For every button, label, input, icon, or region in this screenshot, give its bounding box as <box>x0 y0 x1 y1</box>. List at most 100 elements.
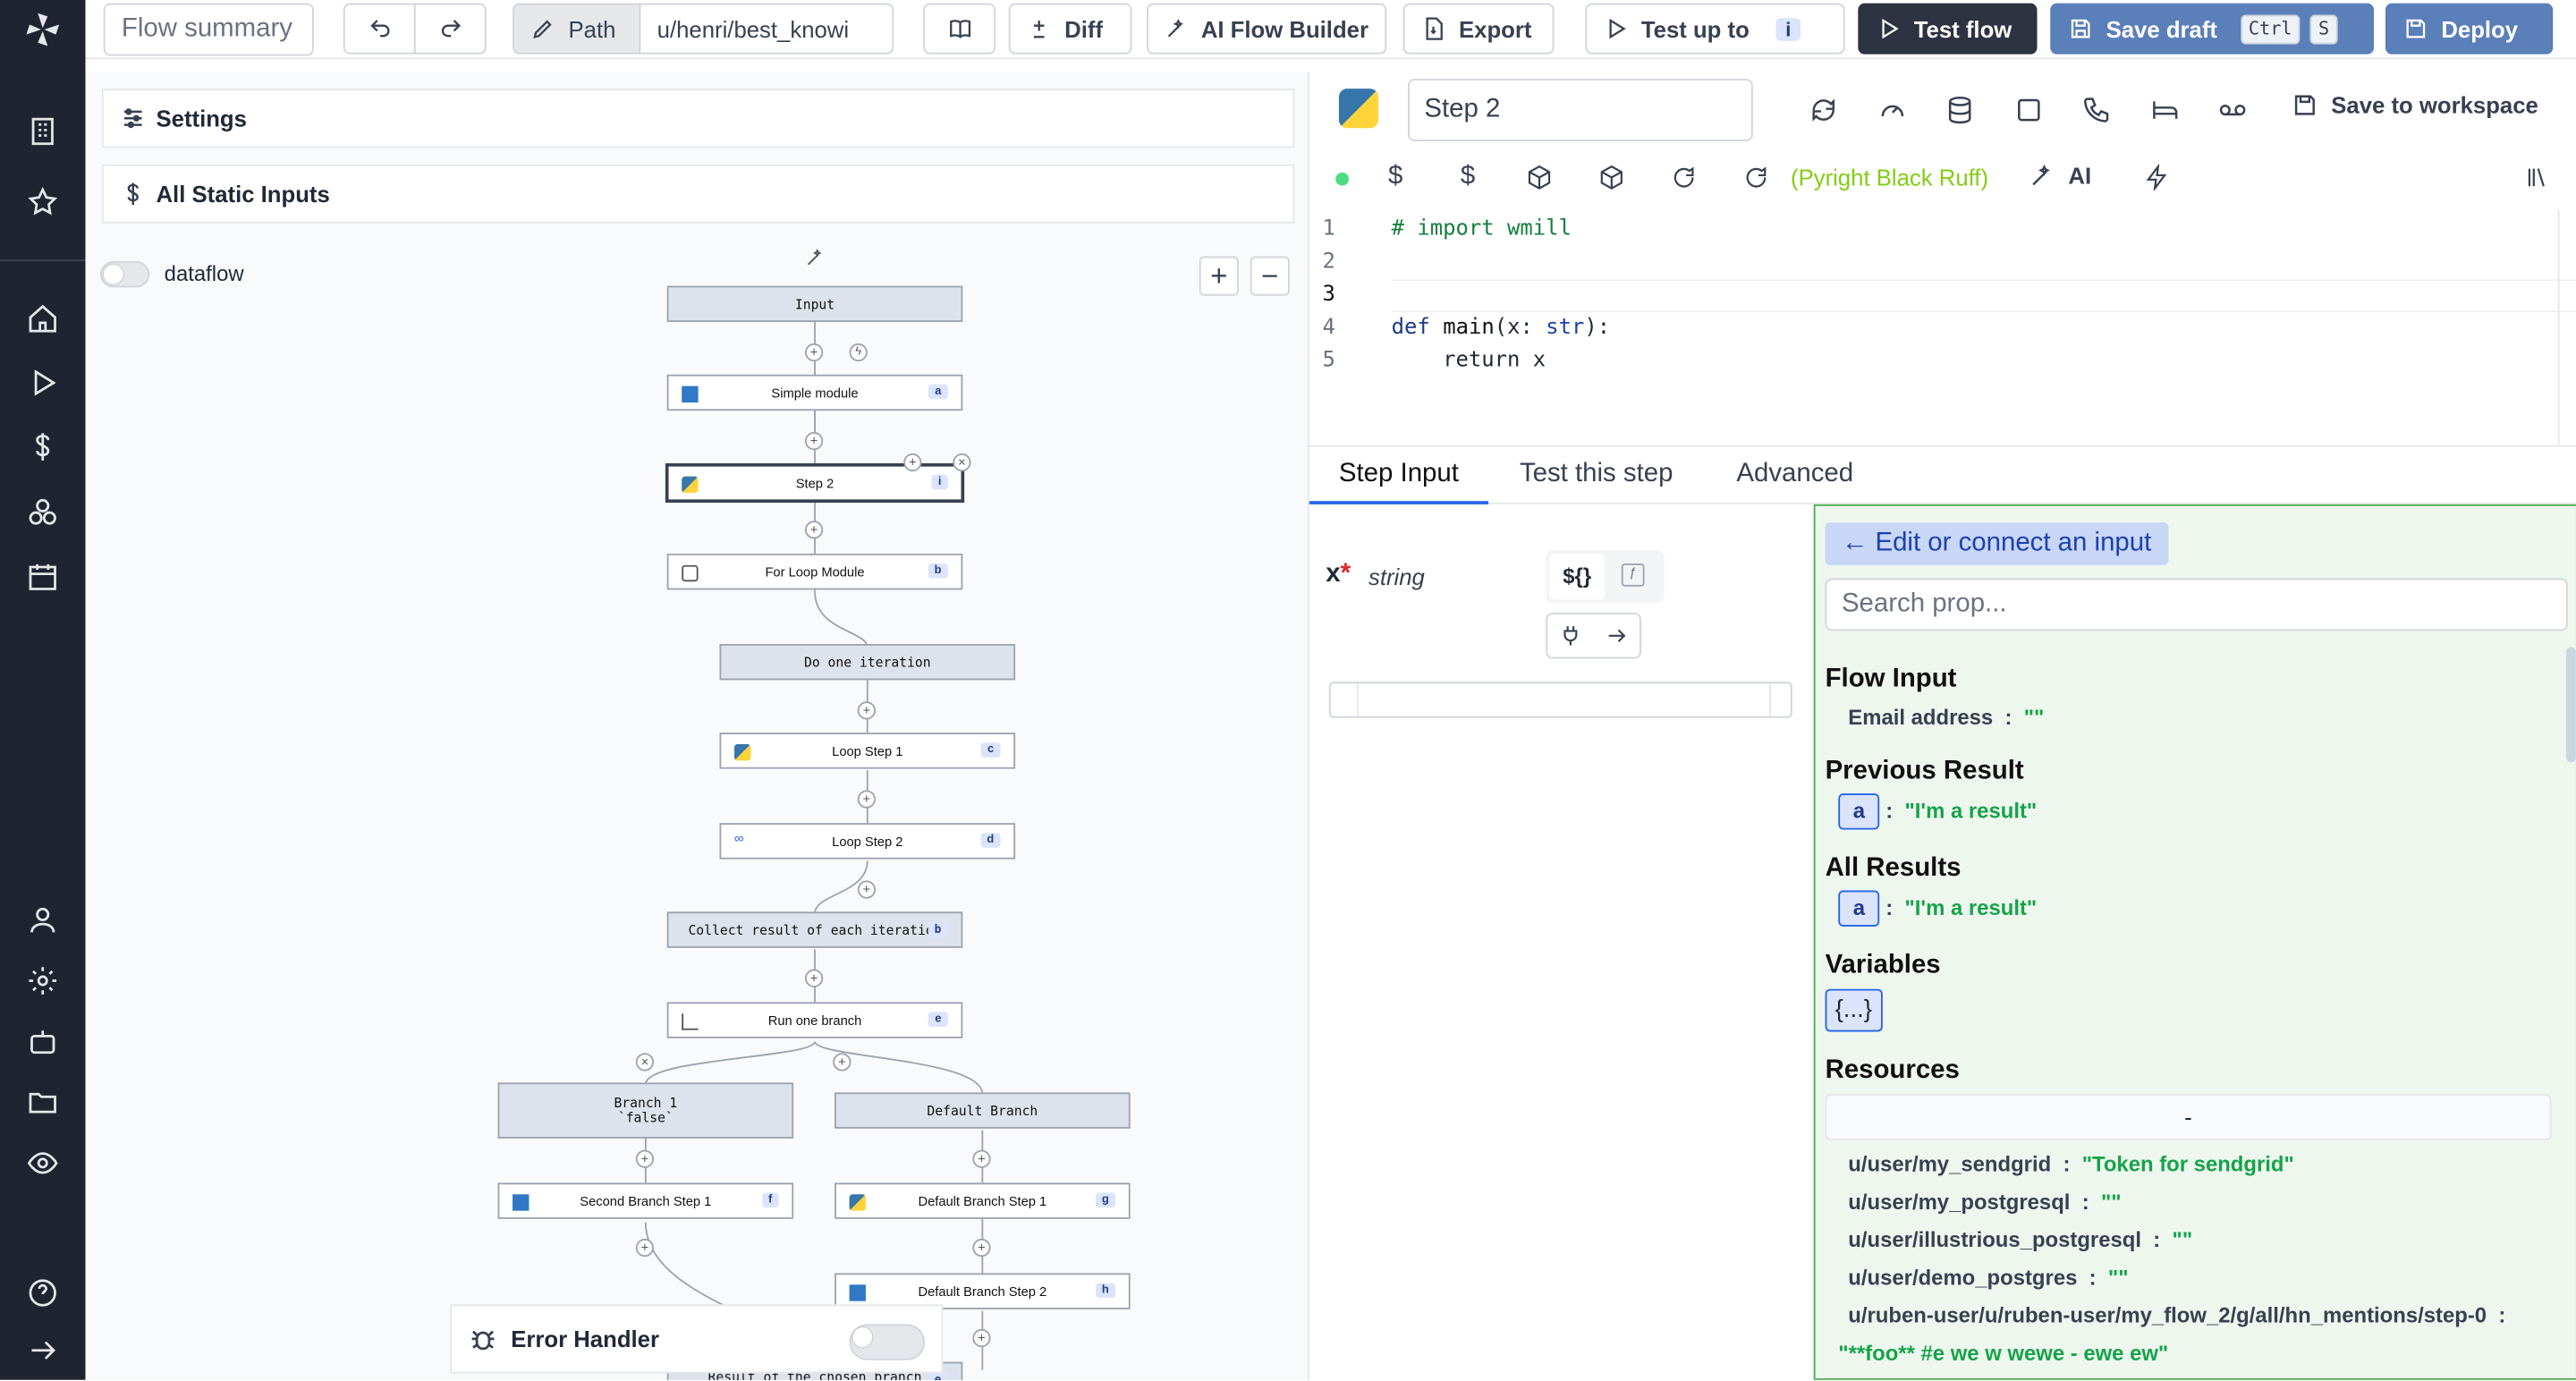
add-step-icon[interactable]: + <box>972 1328 991 1348</box>
home-icon[interactable] <box>26 302 59 335</box>
default-branch-node[interactable]: Default Branch <box>835 1092 1131 1129</box>
tab-advanced[interactable]: Advanced <box>1736 460 1854 488</box>
windmill-logo[interactable] <box>23 10 63 49</box>
redo-button[interactable] <box>413 3 487 55</box>
trigger-icon[interactable]: ϟ <box>849 343 868 362</box>
refresh-icon[interactable] <box>1671 165 1697 191</box>
picker-scrollbar[interactable] <box>2565 647 2576 763</box>
path-input[interactable]: u/henri/best_knowi <box>639 3 894 55</box>
dollar-icon[interactable]: $ <box>1388 162 1403 191</box>
add-step-icon[interactable]: + <box>804 521 824 539</box>
star-icon[interactable] <box>26 186 59 219</box>
ai-flow-builder-button[interactable]: AI Flow Builder <box>1147 3 1387 55</box>
ai-button[interactable]: AI <box>2029 163 2091 189</box>
arg-value-input[interactable] <box>1328 682 1792 718</box>
error-handler-toggle[interactable] <box>849 1324 926 1360</box>
resource-row[interactable]: u/user/my_sendgrid : "Token for sendgrid… <box>1848 1151 2294 1177</box>
variables-expand-chip[interactable]: {...} <box>1825 988 1882 1032</box>
docs-button[interactable] <box>923 3 996 55</box>
add-step-icon[interactable]: + <box>635 1149 655 1168</box>
gear-icon[interactable] <box>26 964 59 997</box>
flows-icon[interactable] <box>26 496 59 530</box>
zoom-in-button[interactable]: + <box>1199 256 1239 296</box>
resources-collapse-button[interactable]: - <box>1825 1094 2552 1140</box>
add-branch-icon[interactable]: + <box>833 1053 852 1072</box>
add-step-icon[interactable]: + <box>972 1149 991 1168</box>
edit-connect-input-button[interactable]: ← Edit or connect an input <box>1825 522 2168 565</box>
function-mode-button[interactable]: ƒ <box>1621 563 1645 587</box>
editor-scrollbar[interactable] <box>2557 210 2576 447</box>
help-icon[interactable] <box>26 1276 59 1309</box>
resource-row[interactable]: u/user/demo_postgres : "" <box>1848 1265 2129 1290</box>
test-flow-button[interactable]: Test flow <box>1858 3 2038 55</box>
all-results-row[interactable]: a : "I'm a result" <box>1838 890 2037 927</box>
save-to-workspace-button[interactable]: Save to workspace <box>2292 92 2538 118</box>
refresh-icon[interactable] <box>1743 165 1769 191</box>
previous-result-row[interactable]: a : "I'm a result" <box>1838 793 2037 830</box>
wand-icon[interactable] <box>805 248 825 267</box>
add-step-icon[interactable]: + <box>804 343 824 362</box>
static-inputs-row[interactable]: All Static Inputs <box>101 164 1295 224</box>
add-step-icon[interactable]: + <box>804 432 824 451</box>
expand-sidebar-icon[interactable] <box>26 1334 59 1367</box>
delete-node-icon[interactable]: × <box>953 453 971 472</box>
resource-row[interactable]: u/user/illustrious_postgresql : "" <box>1848 1227 2193 1252</box>
code-editor[interactable]: 1 2 3 4 5 # import wmill def main(x: str… <box>1309 210 2576 447</box>
move-node-icon[interactable]: + <box>903 453 922 472</box>
expr-mode-button[interactable]: ${} <box>1549 553 1606 600</box>
export-button[interactable]: Export <box>1402 3 1555 55</box>
bolt-icon[interactable] <box>2144 164 2170 191</box>
add-step-icon[interactable]: + <box>804 969 824 987</box>
package-icon[interactable] <box>1598 165 1624 191</box>
diff-button[interactable]: Diff <box>1008 3 1132 55</box>
remove-branch-icon[interactable]: × <box>635 1053 655 1072</box>
add-step-icon[interactable]: + <box>635 1238 655 1258</box>
flow-summary-input[interactable]: Flow summary <box>103 3 314 56</box>
add-step-icon[interactable]: + <box>857 880 876 899</box>
bed-icon[interactable] <box>2150 96 2180 125</box>
tab-test-this-step[interactable]: Test this step <box>1519 460 1674 488</box>
zoom-out-button[interactable]: − <box>1250 256 1290 296</box>
gauge-icon[interactable] <box>1877 96 1907 125</box>
add-step-icon[interactable]: + <box>857 790 876 809</box>
step-name-input[interactable]: Step 2 <box>1408 79 1753 141</box>
folder-icon[interactable] <box>26 1086 59 1119</box>
building-icon[interactable] <box>26 115 59 148</box>
square-icon[interactable] <box>2014 96 2044 125</box>
dataflow-toggle[interactable] <box>100 261 150 288</box>
loop-icon[interactable] <box>1809 96 1838 125</box>
dollar-icon[interactable] <box>26 430 59 463</box>
eye-icon[interactable] <box>26 1147 59 1180</box>
search-prop-input[interactable]: Search prop... <box>1825 578 2568 631</box>
library-icon[interactable] <box>2525 165 2551 191</box>
package-icon[interactable] <box>1526 165 1552 191</box>
database-icon[interactable] <box>1945 96 1975 125</box>
add-step-icon[interactable]: + <box>972 1238 991 1258</box>
branch-1-node[interactable]: Branch 1`false` <box>497 1082 794 1139</box>
deploy-button[interactable]: Deploy <box>2385 3 2554 55</box>
resource-row[interactable]: u/user/my_postgresql : "" <box>1848 1189 2122 1215</box>
flow-input-email[interactable]: Email address : "" <box>1848 704 2045 730</box>
flow-input-node[interactable]: Input <box>666 285 963 322</box>
add-step-icon[interactable]: + <box>857 701 876 720</box>
tab-step-input[interactable]: Step Input <box>1309 448 1488 504</box>
do-one-iteration-node[interactable]: Do one iteration <box>719 643 1016 681</box>
play-icon[interactable] <box>26 367 59 400</box>
undo-button[interactable] <box>343 3 416 55</box>
connect-input-button[interactable] <box>1546 613 1641 659</box>
voicemail-icon[interactable] <box>2218 96 2248 125</box>
user-icon[interactable] <box>26 903 59 936</box>
phone-icon[interactable] <box>2081 96 2111 125</box>
bot-icon[interactable] <box>26 1025 59 1058</box>
settings-row[interactable]: Settings <box>101 89 1295 148</box>
